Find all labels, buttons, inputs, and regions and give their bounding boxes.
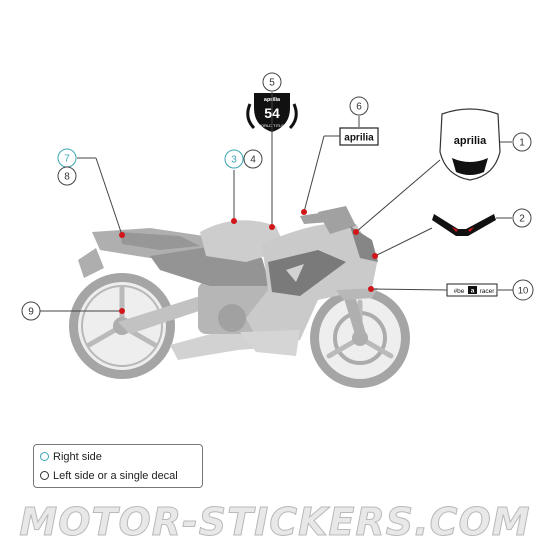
decal-6-badge: aprilia: [339, 127, 379, 146]
decal-6-text: aprilia: [344, 133, 374, 144]
svg-text:10: 10: [518, 286, 529, 297]
legend-left-label: Left side or a single decal: [53, 470, 178, 482]
svg-text:1: 1: [519, 138, 525, 149]
callout-3: 3: [224, 149, 244, 169]
svg-text:8: 8: [64, 172, 70, 183]
decal-1-nose: aprilia: [439, 108, 501, 181]
decal-1-text: aprilia: [454, 135, 487, 147]
svg-text:9: 9: [28, 307, 34, 318]
legend-right-side: Right side: [40, 450, 102, 464]
windscreen: [318, 206, 356, 234]
callout-2: 2: [512, 208, 532, 228]
callout-5: 5: [262, 72, 282, 92]
legend-left-side: Left side or a single decal: [40, 469, 178, 483]
front-wheel: [310, 288, 410, 388]
svg-text:4: 4: [250, 155, 256, 166]
callout-10: 10: [512, 279, 534, 301]
decal-10-part-3: racer: [480, 288, 496, 295]
callout-4: 4: [243, 149, 263, 169]
decal-10-part-1: #be: [454, 288, 465, 295]
svg-text:5: 5: [269, 78, 275, 89]
decal-10-strip: #be a racer: [446, 283, 498, 297]
svg-text:7: 7: [64, 154, 70, 165]
swingarm: [118, 296, 214, 334]
callout-7: 7: [57, 148, 77, 168]
decal-10-part-2: a: [471, 288, 475, 295]
watermark: MOTOR-STICKERS.COM: [19, 500, 531, 545]
legend-right-label: Right side: [53, 451, 102, 463]
right-side-circle-icon: [40, 452, 49, 461]
callout-6: 6: [349, 96, 369, 116]
leader-lines: [40, 92, 513, 312]
callout-9: 9: [21, 301, 41, 321]
left-side-circle-icon: [40, 471, 49, 480]
svg-text:6: 6: [356, 102, 362, 113]
motorcycle-illustration: [69, 206, 410, 388]
legend-box: Right side Left side or a single decal: [33, 444, 203, 488]
seat: [120, 232, 200, 250]
decal-2-chevron: [432, 214, 496, 236]
callout-1: 1: [512, 132, 532, 152]
callout-8: 8: [57, 166, 77, 186]
callouts: 1 2 3 4 5 6 7 8: [21, 72, 534, 321]
svg-text:2: 2: [519, 214, 525, 225]
position-markers: [119, 209, 378, 314]
svg-text:3: 3: [231, 155, 237, 166]
